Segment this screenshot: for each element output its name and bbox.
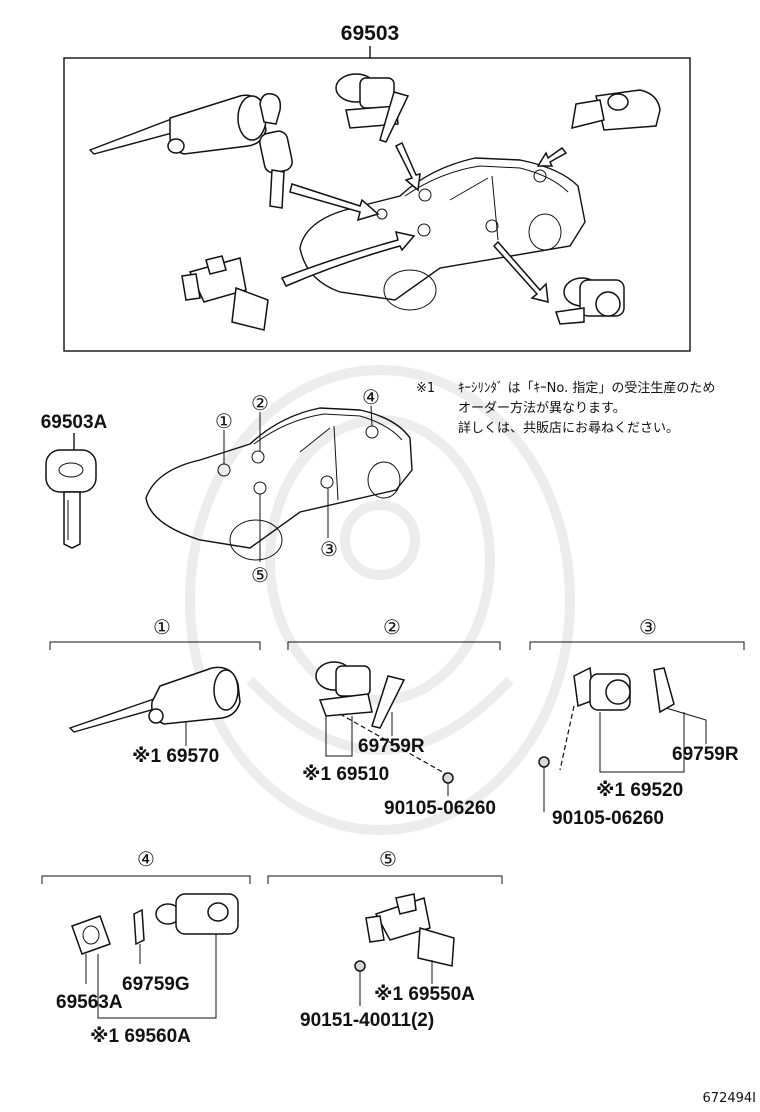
dash-bolt-2 (339, 713, 447, 775)
callout-3: ③ (320, 537, 338, 561)
lever-69759R-a (371, 675, 406, 729)
part-69510: ※1 69510 (302, 764, 389, 785)
top-rear-cylinder (571, 89, 661, 131)
section-4-bracket (41, 875, 251, 884)
section-3-label: ③ (639, 615, 657, 639)
callout-5: ⑤ (251, 563, 269, 587)
arrow-trunk (394, 141, 421, 192)
arrow-glove (280, 231, 416, 287)
top-glove-lock (181, 255, 269, 331)
screw-90151 (354, 960, 366, 972)
section-5-bracket (267, 875, 503, 884)
part-90151: 90151-40011(2) (300, 1010, 434, 1031)
note-line-1: ｷｰｼﾘﾝﾀﾞ は「ｷｰNo. 指定」の受注生産のため (458, 380, 715, 396)
note-line-3: 詳しくは、共販店にお尋ねください。 (458, 420, 679, 436)
leader-69510 (325, 716, 353, 757)
leader-69759R-b (665, 707, 707, 744)
top-ignition-cylinder (88, 94, 267, 155)
callout-2: ② (251, 391, 269, 415)
top-set-part-number: 69503 (341, 22, 399, 45)
leader-69520 (599, 712, 685, 773)
section-1-label: ① (153, 615, 171, 639)
callout-4: ④ (362, 385, 380, 409)
ignition-cylinder-69570 (68, 666, 241, 733)
part-69759R-b: 69759R (672, 744, 739, 765)
diagram-code: 672494I (703, 1091, 756, 1106)
part-69563A: 69563A (56, 992, 123, 1013)
part-69759R-a: 69759R (358, 736, 425, 757)
part-69560A: ※1 69560A (90, 1026, 191, 1047)
leader-69560A (97, 934, 217, 1019)
part-69550A: ※1 69550A (374, 984, 475, 1005)
callout-1: ① (215, 409, 233, 433)
gasket-69563A (71, 915, 111, 955)
callout-leader-4 (370, 405, 373, 427)
part-69759G: 69759G (122, 974, 190, 995)
trunk-cylinder-69510 (315, 661, 373, 717)
part-90105-a: 90105-06260 (384, 798, 496, 819)
part-69520: ※1 69520 (596, 780, 683, 801)
note-line-2: オーダー方法が異なります。 (458, 400, 626, 416)
bolt-2 (442, 772, 454, 784)
section-2-label: ② (383, 615, 401, 639)
bolt-3 (538, 756, 550, 768)
door-cylinder-69520 (573, 666, 631, 711)
top-set-frame (63, 57, 691, 352)
part-69570: ※1 69570 (132, 746, 219, 767)
section-3-bracket (529, 641, 745, 650)
arrow-door (492, 240, 549, 303)
glove-lock-69550A (365, 893, 455, 967)
arrow-ignition (289, 183, 380, 222)
top-door-cylinder (555, 277, 625, 325)
note-mark: ※1 (416, 381, 435, 396)
lever-69759G (133, 908, 145, 946)
rear-cylinder-69560A (155, 893, 239, 935)
index-car-outline (145, 407, 413, 561)
spare-key (45, 449, 97, 549)
section-4-label: ④ (137, 847, 155, 871)
part-90105-b: 90105-06260 (552, 808, 664, 829)
top-key (259, 92, 293, 209)
section-2-bracket (287, 641, 501, 650)
section-5-label: ⑤ (379, 847, 397, 871)
lever-69759R-b (653, 667, 675, 714)
section-1-bracket (49, 641, 261, 650)
top-trunk-cylinder (335, 73, 410, 143)
arrow-rear (536, 146, 568, 167)
key-part-number: 69503A (41, 412, 108, 433)
top-car-outline (299, 157, 586, 311)
watermark-emblem (185, 365, 575, 835)
dash-bolt-3 (559, 705, 575, 771)
